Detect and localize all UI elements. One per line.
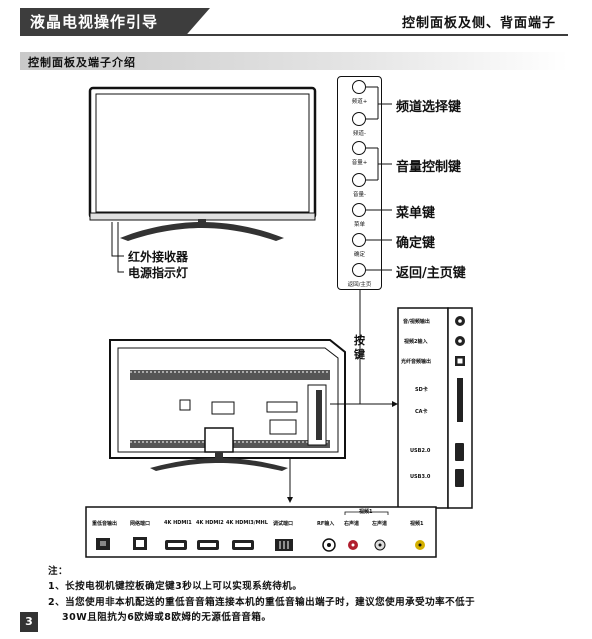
channel-up-button[interactable] xyxy=(352,80,366,94)
callout-back: 返回/主页键 xyxy=(396,266,466,281)
volume-up-button[interactable] xyxy=(352,141,366,155)
back-home-button[interactable] xyxy=(352,263,366,277)
callout-menu: 菜单键 xyxy=(396,206,436,221)
port-label-hdmi3: 4K HDMI3/MHL xyxy=(226,520,268,526)
callout-volume: 音量控制键 xyxy=(396,160,462,175)
power-indicator-label: 电源指示灯 xyxy=(128,266,189,280)
volume-up-label: 音量+ xyxy=(351,160,368,166)
volume-down-label: 音量- xyxy=(353,192,366,198)
side-port-label-usb3: USB3.0 xyxy=(410,474,431,480)
callout-channel: 频道选择键 xyxy=(396,100,462,115)
keys-label: 按键 xyxy=(354,334,365,361)
port-label-subwoofer: 重低音输出 xyxy=(92,521,118,527)
port-label-network: 网络端口 xyxy=(130,521,151,527)
control-panel xyxy=(337,76,382,290)
port-label-left: 左声道 xyxy=(372,521,388,527)
note-item: 1、长按电视机键控板确定键3秒以上可以实现系统待机。 xyxy=(48,581,303,592)
section-bar xyxy=(20,52,568,70)
side-port-label-video2: 视频2输入 xyxy=(404,339,428,345)
channel-up-label: 频道+ xyxy=(351,99,368,105)
note-item: 2、当您使用非本机配送的重低音音箱连接本机的重低音输出端子时，建议您使用承受功率… xyxy=(48,597,476,608)
side-port-label-ca: CA卡 xyxy=(415,409,428,415)
header-title: 液晶电视操作引导 xyxy=(30,13,159,31)
port-label-rf: RF输入 xyxy=(317,521,335,527)
side-port-panel xyxy=(397,307,473,509)
port-label-right: 右声道 xyxy=(344,521,360,527)
ok-label: 确定 xyxy=(353,252,365,258)
tv-rear-illustration xyxy=(109,290,398,503)
volume-down-button[interactable] xyxy=(352,173,366,187)
header-tab xyxy=(20,8,210,34)
back-home-label: 返回/主页 xyxy=(347,282,372,288)
section-title: 控制面板及端子介绍 xyxy=(28,56,136,69)
tv-front-illustration xyxy=(88,86,317,273)
side-port-label-av-out: 音/视频输出 xyxy=(403,319,430,325)
note-item: 30W且阻抗为6欧姆或8欧姆的无源低音音箱。 xyxy=(62,612,272,623)
channel-down-label: 频道- xyxy=(353,131,366,137)
notes-heading: 注： xyxy=(48,566,69,577)
bottom-port-panel xyxy=(85,506,437,558)
menu-label: 菜单 xyxy=(353,222,365,228)
callout-lines xyxy=(366,86,392,271)
port-label-hdmi2: 4K HDMI2 xyxy=(196,520,224,526)
header-divider xyxy=(20,34,568,36)
port-group-label-video1: 视频1 xyxy=(359,509,373,515)
menu-button[interactable] xyxy=(352,203,366,217)
port-label-hdmi1: 4K HDMI1 xyxy=(164,520,192,526)
side-port-label-sd: SD卡 xyxy=(415,387,428,393)
port-label-debug: 调试端口 xyxy=(273,521,294,527)
channel-down-button[interactable] xyxy=(352,112,366,126)
header-section-title: 控制面板及侧、背面端子 xyxy=(401,16,556,31)
ir-receiver-label: 红外接收器 xyxy=(128,250,189,264)
callout-ok: 确定键 xyxy=(396,236,436,251)
ok-button[interactable] xyxy=(352,233,366,247)
port-label-video1: 视频1 xyxy=(410,521,424,527)
side-port-label-optical: 光纤音频输出 xyxy=(401,359,432,365)
side-port-label-usb2: USB2.0 xyxy=(410,448,431,454)
page-number: 3 xyxy=(20,612,38,632)
